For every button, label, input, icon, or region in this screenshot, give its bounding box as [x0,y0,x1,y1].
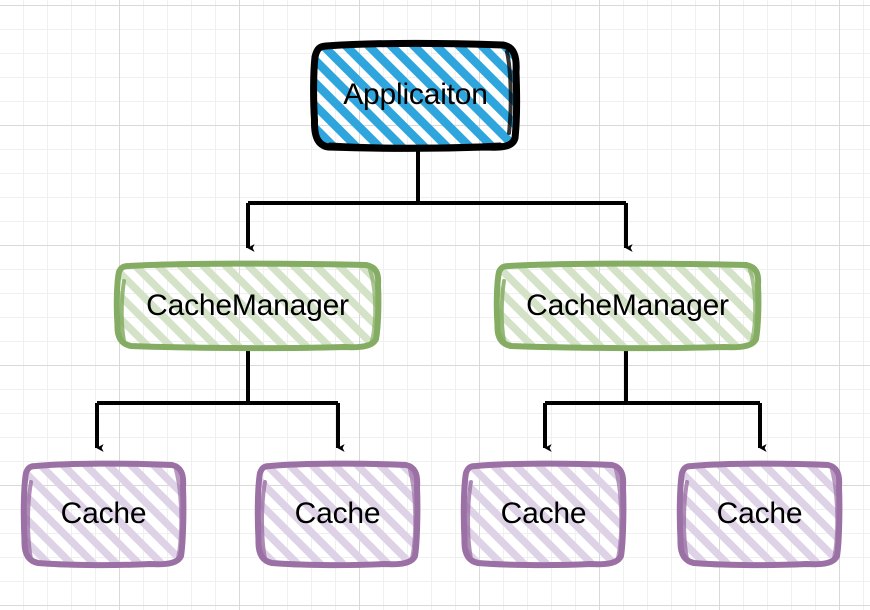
application-fill [316,45,515,145]
cache-3-box[interactable] [460,460,627,569]
node-border-layer [20,39,843,569]
cache-2-fill [259,465,416,562]
connector-layer [95,148,767,452]
cachemanager-right-fill [498,266,757,345]
connector-cachemanager-right-to-caches [543,348,767,452]
cache-4-fill [681,465,838,562]
cachemanager-left-box[interactable] [113,260,382,352]
application-box[interactable] [310,39,521,152]
cachemanager-right-box[interactable] [493,260,762,352]
node-fill-layer [25,45,838,562]
cache-1-box[interactable] [20,460,187,569]
cachemanager-left-fill [118,266,377,345]
cache-3-fill [465,465,622,562]
connector-application-to-cachemanagers [246,148,633,252]
cache-1-fill [25,465,182,562]
cache-4-box[interactable] [676,460,843,569]
connector-cachemanager-left-to-caches [95,348,345,452]
cache-2-box[interactable] [254,460,421,569]
